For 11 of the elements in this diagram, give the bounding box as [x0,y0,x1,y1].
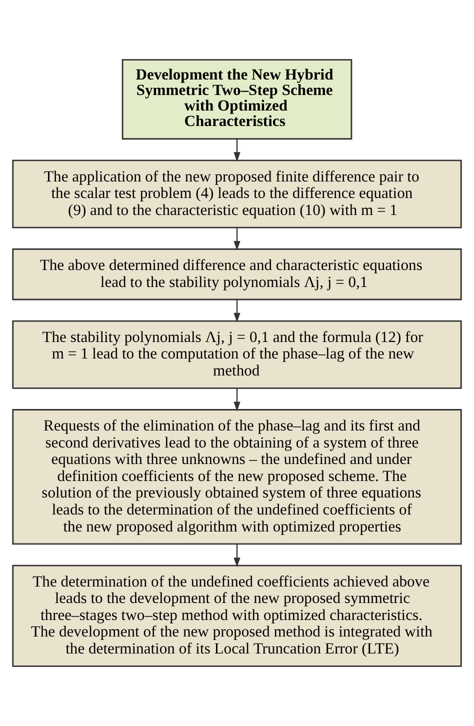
node-box: The determination of the undefined coefficients achieved above leads to the development of the new proposed symmetric three–stages two–step method with optimized characteristics. The development of the new proposed method is integrated with the determination of its Local Truncation Error (LTE) [12,564,462,667]
node-box: The above determined difference and characteristic equations lead to the stability polynomials Λj, j = 0,1 [12,248,462,300]
node-box: Requests of the elimination of the phase–lag and its first and second derivatives lead to the obtaining of a system of three equations with three unknowns – the undefined and under definition coefficients of the new proposed scheme. The solution of the previously obtained system of three equations leads to the determination of the undefined coefficients of the new proposed algorithm with optimized properties [12,409,462,545]
arrow [234,228,240,251]
node-box: Development the New Hybrid Symmetric Two–Step Scheme with Optimized Characteristics [122,59,352,140]
arrow [234,300,240,322]
arrow [234,544,240,568]
arrow [234,388,240,412]
arrow [234,139,240,162]
node-box: The stability polynomials Λj, j = 0,1 and the formula (12) for m = 1 lead to the computation of the phase–lag of the new method [12,320,462,389]
node-box: The application of the new proposed finite difference pair to the scalar test problem (4) leads to the difference equation (9) and to the characteristic equation (10) with m = 1 [12,160,462,228]
